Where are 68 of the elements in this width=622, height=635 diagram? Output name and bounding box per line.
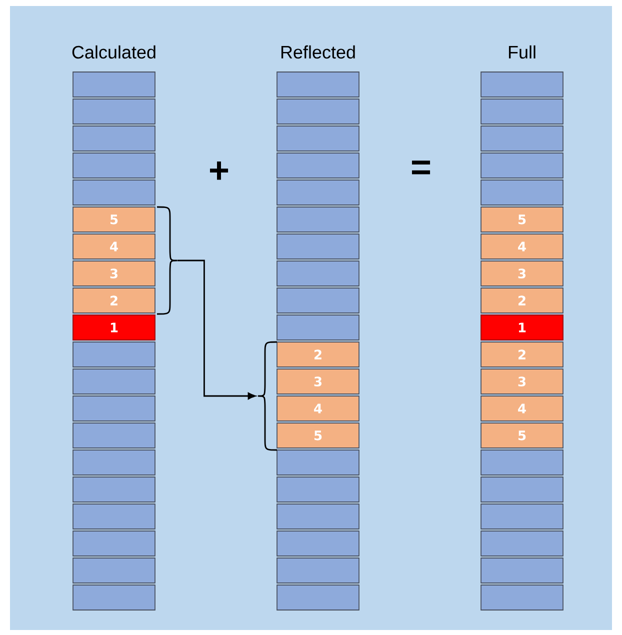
array-cell: 2 [480,342,564,368]
array-cell [480,126,564,152]
array-cell [276,288,360,314]
array-cell: 4 [480,396,564,422]
array-cell: 3 [480,368,564,394]
column-title: Reflected [281,45,355,59]
array-cell: 3 [72,260,156,286]
array-cell [276,180,360,206]
array-cell [276,504,360,530]
array-cell [276,260,360,286]
array-cell [276,72,360,98]
array-cell [480,450,564,476]
array-cell [276,152,360,178]
array-cell [72,180,156,206]
array-cell [480,152,564,178]
array-cell: 1 [72,314,156,340]
array-cell [480,504,564,530]
array-cell [276,476,360,502]
array-cell [72,72,156,98]
array-cell: 4 [276,396,360,422]
array-cell [276,314,360,340]
array-cell: 3 [276,368,360,394]
array-cell [480,558,564,584]
array-cell [276,234,360,260]
array-cell [480,530,564,556]
array-cell: 2 [72,288,156,314]
array-cell: 2 [276,342,360,368]
arrow [177,260,256,400]
array-cell: 5 [276,422,360,448]
array-cell [480,98,564,124]
array-cell [72,422,156,448]
array-cell [276,206,360,232]
array-cell [72,558,156,584]
array-cell: 3 [480,260,564,286]
array-cell [480,584,564,610]
array-cell: 4 [480,234,564,260]
curly-brace [157,206,178,315]
equals-sign: = [412,160,430,174]
array-cell [480,180,564,206]
array-cell [72,152,156,178]
array-cell: 4 [72,234,156,260]
array-cell [480,476,564,502]
column-title: Full [508,45,536,59]
array-cell [276,126,360,152]
array-cell [72,342,156,368]
array-cell [72,368,156,394]
array-cell [72,504,156,530]
array-cell [276,558,360,584]
array-cell [72,530,156,556]
plus-sign: + [210,161,228,180]
array-cell [72,396,156,422]
array-cell [72,450,156,476]
array-cell [276,450,360,476]
column-title: Calculated [72,45,156,59]
array-cell: 5 [72,206,156,232]
array-cell: 5 [480,206,564,232]
curly-brace [257,341,277,451]
array-cell [276,530,360,556]
array-cell: 5 [480,422,564,448]
array-cell [72,126,156,152]
array-cell: 1 [480,314,564,340]
array-cell [72,584,156,610]
array-cell [276,584,360,610]
array-cell [72,476,156,502]
array-cell [72,98,156,124]
array-cell: 2 [480,288,564,314]
array-cell [480,72,564,98]
array-cell [276,98,360,124]
